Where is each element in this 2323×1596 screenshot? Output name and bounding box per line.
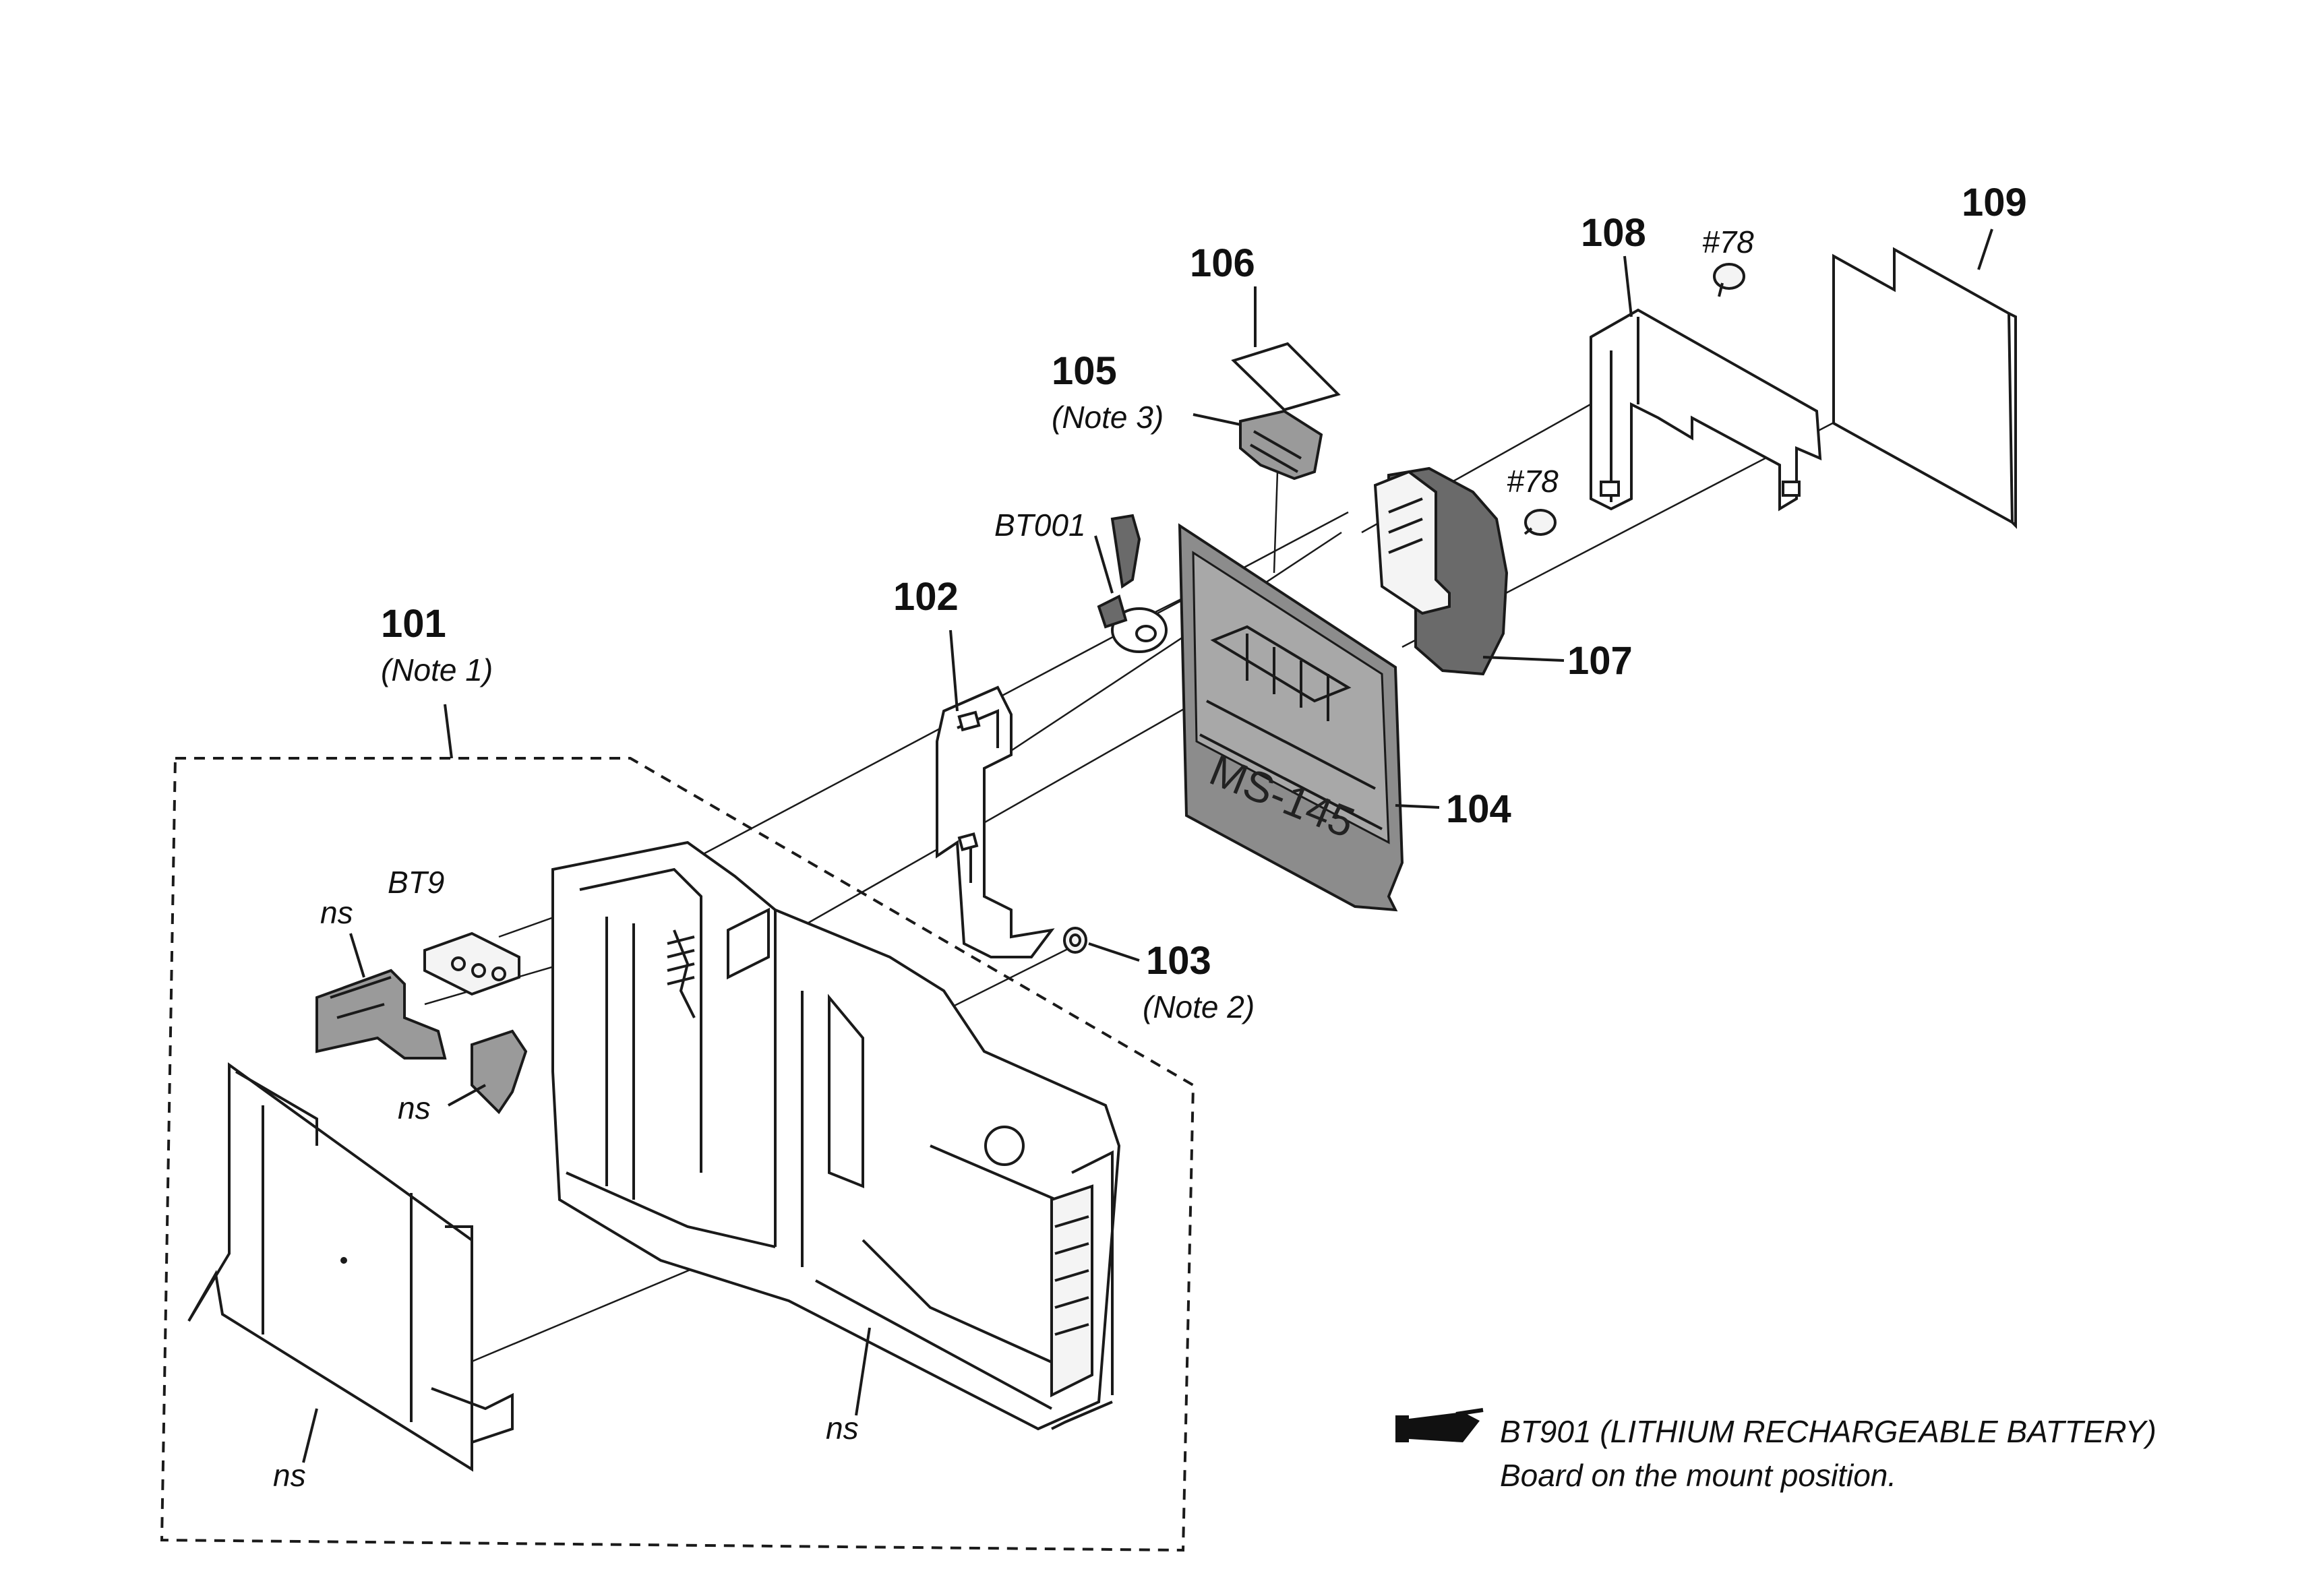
main-frame-chassis: [551, 840, 1121, 1431]
part-108-frame: [1590, 308, 1822, 512]
part-101-dashed-boundary: [160, 757, 1195, 1552]
screw-78-lower: [1523, 509, 1557, 536]
part-103-leader: [1088, 942, 1140, 962]
part-108-leader: [1623, 255, 1633, 317]
part-103-grommet: [1063, 927, 1087, 954]
part-105-leader: [1193, 413, 1241, 426]
part-102-leader: [949, 630, 959, 712]
part-106-sheet: [1231, 342, 1341, 412]
ns-label-4-leader: [302, 1408, 318, 1463]
part-107-leader: [1482, 656, 1565, 662]
legend-line-1: BT901 (LITHIUM RECHARGEABLE BATTERY): [1500, 1414, 2156, 1449]
part-101-number: 101: [381, 602, 446, 646]
part-109-leader: [1977, 228, 1993, 270]
legend-pointer-icon: [1395, 1408, 1484, 1442]
part-105-connector: [1239, 409, 1323, 481]
screw-78-upper-label: #78: [1702, 224, 1754, 259]
bt001-battery: [1097, 514, 1168, 653]
ns-label-1: ns: [320, 895, 353, 930]
part-107-shield: [1373, 466, 1509, 676]
ns-label-4: ns: [273, 1458, 306, 1493]
ns-bracket-upper: [315, 969, 447, 1060]
ns-clip: [471, 1029, 528, 1115]
ns-label-3: ns: [826, 1411, 859, 1446]
part-103-number: 103: [1146, 939, 1211, 983]
part-105-note: (Note 3): [1052, 400, 1164, 435]
part-102-bracket: [936, 685, 1055, 958]
bt001-leader: [1094, 535, 1114, 594]
part-109-sheet: [1832, 247, 2017, 529]
screw-78-lower-label: #78: [1507, 464, 1559, 499]
part-104-main-board: MS-145: [1178, 523, 1404, 912]
bt9-terminal: [423, 931, 520, 996]
ns-label-2: ns: [398, 1091, 431, 1126]
left-side-cover: [187, 1062, 514, 1472]
legend-line-2: Board on the mount position.: [1500, 1458, 1896, 1493]
part-101-note: (Note 1): [381, 652, 493, 687]
ns-label-3-leader: [855, 1327, 871, 1416]
part-104-leader: [1395, 804, 1440, 809]
part-106-number: 106: [1190, 241, 1255, 285]
screw-78-upper: [1713, 263, 1745, 297]
part-101-leader: [444, 704, 453, 759]
part-107-number: 107: [1567, 639, 1633, 683]
part-108-number: 108: [1581, 211, 1646, 255]
ns-label-2-leader: [448, 1084, 486, 1107]
bt9-label: BT9: [388, 865, 444, 900]
part-105-number: 105: [1052, 349, 1117, 393]
part-103-note: (Note 2): [1143, 989, 1255, 1024]
part-102-number: 102: [893, 575, 959, 619]
part-104-number: 104: [1446, 787, 1511, 831]
part-109-number: 109: [1962, 181, 2027, 224]
bt001-label: BT001: [994, 508, 1086, 543]
ns-bracket-leader: [349, 933, 365, 978]
